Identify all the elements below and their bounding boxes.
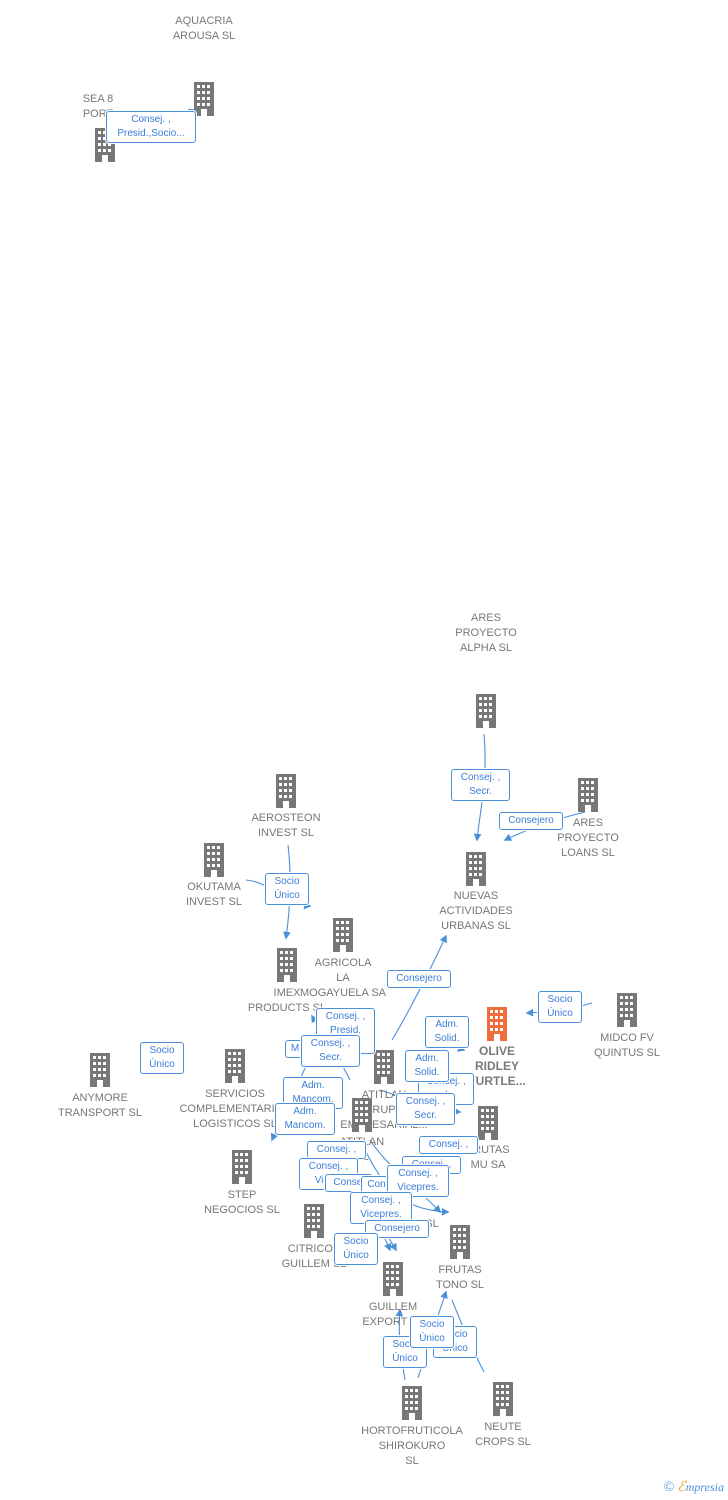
relation-label[interactable]: Adm. Mancom. — [275, 1103, 335, 1135]
building-icon — [90, 1053, 110, 1087]
relation-label[interactable]: Consejero — [365, 1220, 429, 1238]
building-icon — [383, 1262, 403, 1296]
building-icon — [232, 1150, 252, 1184]
empresia-logo[interactable]: ©ℰmpresia — [664, 1479, 724, 1496]
building-icon — [277, 948, 297, 982]
building-icon — [402, 1386, 422, 1420]
brand-first-letter: ℰ — [677, 1480, 686, 1495]
building-icon — [617, 993, 637, 1027]
node-label: MIDCO FV QUINTUS SL — [593, 1032, 660, 1059]
building-icon — [374, 1050, 394, 1084]
relation-label[interactable]: Socio Único — [410, 1316, 454, 1348]
node-label: ANYMORE TRANSPORT SL — [58, 1092, 142, 1119]
building-icon — [487, 1007, 507, 1041]
building-icon — [476, 694, 496, 728]
relation-label[interactable]: Adm. Solid. — [425, 1016, 469, 1048]
building-icon — [204, 843, 224, 877]
node-label: SERVICIOS COMPLEMENTARIOS LOGISTICOS SL — [179, 1088, 291, 1130]
relation-label[interactable]: Consej. , — [307, 1141, 366, 1159]
relation-label[interactable]: Socio Único — [265, 873, 309, 905]
relation-label[interactable]: Consej. , Secr. — [301, 1035, 360, 1067]
node-label: HORTOFRUTICOLA SHIROKURO SL — [361, 1425, 463, 1467]
node-label: NEUTE CROPS SL — [475, 1421, 531, 1448]
building-icon — [276, 774, 296, 808]
relation-label[interactable]: Consej. , Presid.,Socio... — [106, 111, 196, 143]
node-label: AQUACRIA AROUSA SL — [172, 15, 236, 42]
relation-label[interactable]: Consej. , Secr. — [451, 769, 510, 801]
relation-label[interactable]: Consej. , Secr. — [396, 1093, 455, 1125]
copyright-icon: © — [663, 1480, 675, 1495]
building-icon — [333, 918, 353, 952]
relation-label[interactable]: Adm. Solid. — [405, 1050, 449, 1082]
relation-label[interactable]: Socio Único — [140, 1042, 184, 1074]
relation-label[interactable]: Socio Único — [538, 991, 582, 1023]
building-icon — [493, 1382, 513, 1416]
relation-label[interactable]: Consej. , Vicepres. — [387, 1165, 449, 1197]
building-icon — [478, 1106, 498, 1140]
node-label: CITRICOS GUILLEM SL — [281, 1243, 347, 1270]
edge-atitlan-nuevas — [391, 934, 447, 1041]
node-label: OKUTAMA INVEST SL — [185, 881, 243, 908]
node-label: AGRICOLA LA MOGAYUELA SA — [300, 957, 386, 999]
building-icon — [225, 1049, 245, 1083]
node-label: SEA 8 PORT — [82, 93, 114, 120]
relation-label[interactable]: M — [285, 1040, 305, 1058]
building-icon — [450, 1225, 470, 1259]
node-label: ARES PROYECTO ALPHA SL — [455, 612, 517, 654]
building-icon — [578, 778, 598, 812]
node-label: ARES PROYECTO LOANS SL — [557, 817, 619, 859]
brand-name: mpresia — [685, 1480, 724, 1494]
relation-label[interactable]: Consejero — [499, 812, 563, 830]
node-label: OLIVE RIDLEY TURTLE... — [468, 1044, 526, 1088]
node-label: IMEX PRODUCTS SL — [247, 987, 326, 1014]
relation-label[interactable]: Socio Único — [334, 1233, 378, 1265]
node-label: NUEVAS ACTIVIDADES URBANAS SL — [439, 890, 513, 932]
node-label: FRUTAS TONO SL — [435, 1264, 485, 1291]
building-icon — [352, 1098, 372, 1132]
node-label: AEROSTEON INVEST SL — [251, 812, 321, 839]
node-label: STEP NEGOCIOS SL — [204, 1189, 280, 1216]
building-icon — [194, 82, 214, 116]
building-icon — [304, 1204, 324, 1238]
building-icon — [466, 852, 486, 886]
relation-label[interactable]: Consejero — [387, 970, 451, 988]
relation-label[interactable]: Consej. , — [419, 1136, 478, 1154]
